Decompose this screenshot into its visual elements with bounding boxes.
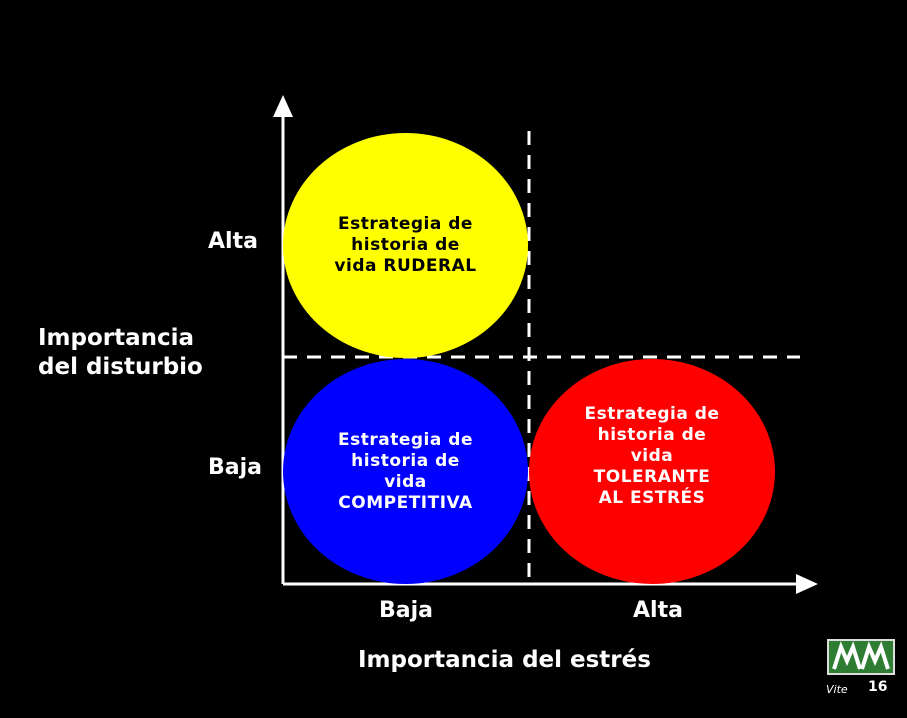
x-axis-low-label: Baja bbox=[379, 598, 434, 623]
competitive-strategy-text: Estrategia de historia de vida COMPETITI… bbox=[338, 430, 473, 514]
y-axis-title-line-1: Importancia bbox=[38, 325, 195, 351]
ruderal-strategy-text: Estrategia de historia de vida RUDERAL bbox=[334, 214, 476, 277]
competitive-strategy-ellipse: Estrategia de historia de vida COMPETITI… bbox=[283, 359, 528, 584]
x-axis-title: Importancia del estrés bbox=[358, 647, 651, 673]
author-label: Vite bbox=[826, 683, 848, 696]
stress-tolerant-line-2: historia de bbox=[597, 425, 707, 445]
y-axis-high-label: Alta bbox=[208, 229, 258, 254]
y-axis-title-line-2: del disturbio bbox=[38, 354, 203, 380]
stress-tolerant-line-1: Estrategia de bbox=[584, 404, 720, 424]
stress-tolerant-line-5: AL ESTRÉS bbox=[598, 488, 706, 508]
stress-tolerant-line-4: TOLERANTE bbox=[593, 467, 711, 487]
x-axis-high-label: Alta bbox=[633, 598, 683, 623]
ruderal-line-3: vida RUDERAL bbox=[334, 256, 477, 276]
stress-tolerant-line-3: vida bbox=[630, 446, 674, 466]
x-axis-arrowhead bbox=[796, 574, 818, 594]
y-axis-title: Importancia del disturbio bbox=[38, 324, 203, 382]
competitive-line-2: historia de bbox=[351, 450, 460, 471]
stress-tolerant-strategy-ellipse: Estrategia de historia de vida TOLERANTE… bbox=[529, 359, 775, 584]
ruderal-strategy-ellipse: Estrategia de historia de vida RUDERAL bbox=[283, 133, 528, 358]
stress-tolerant-strategy-text: Estrategia de historia de vida TOLERANTE… bbox=[585, 404, 720, 509]
y-axis-low-label: Baja bbox=[208, 455, 263, 480]
competitive-line-3: vida bbox=[384, 471, 427, 492]
ruderal-line-1: Estrategia de bbox=[338, 214, 473, 234]
university-logo-icon bbox=[832, 641, 890, 670]
university-logo bbox=[827, 639, 895, 675]
ruderal-line-2: historia de bbox=[351, 235, 460, 255]
competitive-line-4: COMPETITIVA bbox=[338, 492, 473, 513]
page-number: 16 bbox=[868, 679, 888, 695]
competitive-line-1: Estrategia de bbox=[338, 429, 473, 450]
y-axis-arrowhead bbox=[273, 95, 293, 117]
